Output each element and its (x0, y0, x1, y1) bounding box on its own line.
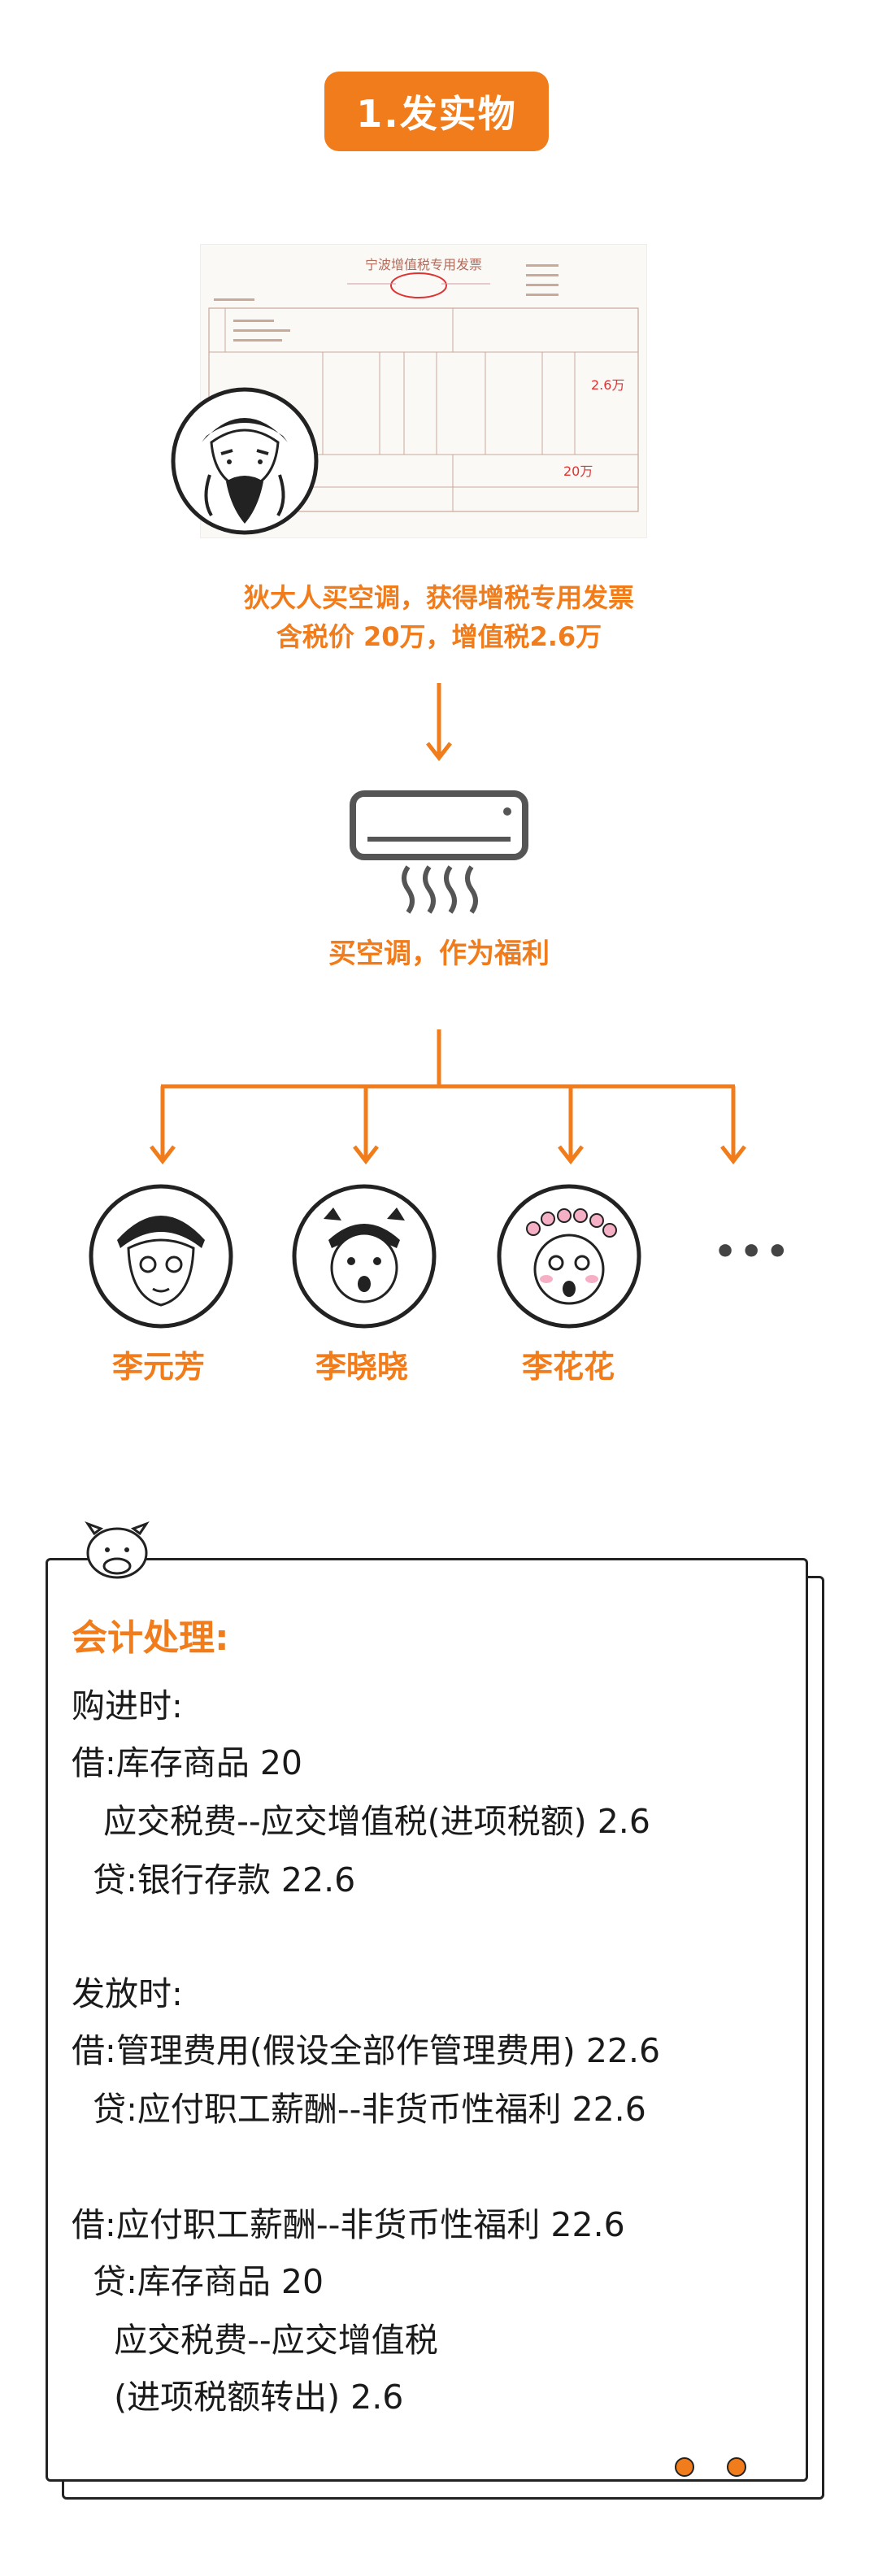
dirneje-avatar (171, 387, 319, 535)
down-arrow-icon (426, 683, 452, 762)
cow-mascot-icon (85, 1521, 150, 1579)
accounting-note-card (46, 1558, 808, 2482)
distribution-arrows (150, 1029, 746, 1165)
entry-line-4: 贷:银行存款 22.6 (72, 1860, 356, 1899)
entry-line-8: 借:应付职工薪酬--非货币性福利 22.6 (72, 2205, 625, 2244)
entry-line-11: (进项税额转出) 2.6 (72, 2378, 404, 2417)
invoice-tax-amount: 2.6万 (591, 377, 624, 393)
entry-line-6: 借:管理费用(假设全部作管理费用) 22.6 (72, 2031, 661, 2070)
welfare-caption: 买空调，作为福利 (328, 938, 550, 970)
lihuahua-avatar (497, 1184, 641, 1329)
more-people-indicator: ••• (714, 1231, 793, 1273)
invoice-title: 宁波增值税专用发票 (365, 257, 482, 272)
entry-line-9: 贷:库存商品 20 (72, 2262, 324, 2301)
entry-line-7: 贷:应付职工薪酬--非货币性福利 22.6 (72, 2090, 646, 2129)
purchase-caption-line1: 狄大人买空调，获得增税专用发票 (243, 582, 634, 613)
liyuanfang-avatar (89, 1184, 233, 1329)
lixiaoxiao-avatar (292, 1184, 437, 1329)
entry-line-5: 发放时: (72, 1974, 183, 2013)
step-title-badge: 1.发实物 (324, 72, 549, 151)
entry-line-10: 应交税费--应交增值税 (72, 2321, 438, 2360)
accounting-title: 会计处理: (72, 1617, 229, 1659)
entry-line-3: 应交税费--应交增值税(进项税额) 2.6 (72, 1802, 650, 1841)
person-name-liyuanfang: 李元芳 (112, 1349, 206, 1385)
person-name-lixiaoxiao: 李晓晓 (315, 1349, 409, 1385)
entry-line-1: 购进时: (72, 1686, 183, 1725)
air-conditioner-icon (350, 790, 528, 914)
person-name-lihuahua: 李花花 (522, 1349, 615, 1385)
purchase-caption-line2: 含税价 20万，增值税2.6万 (276, 621, 602, 652)
binder-rings (675, 2457, 746, 2477)
entry-line-2: 借:库存商品 20 (72, 1743, 303, 1782)
invoice-total-amount: 20万 (563, 463, 593, 479)
